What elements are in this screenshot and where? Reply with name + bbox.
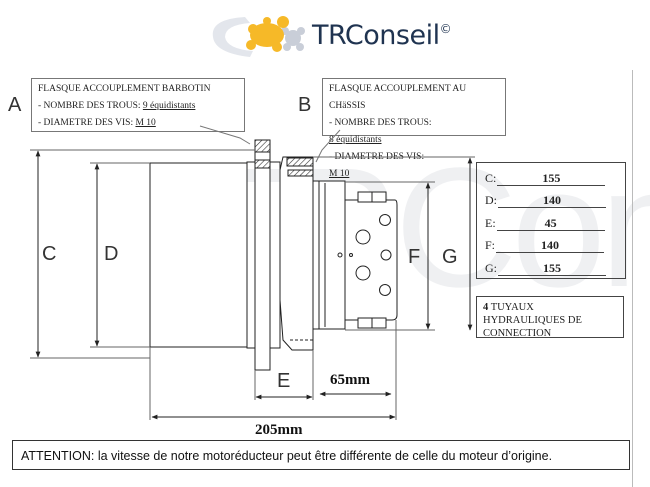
logo-mark [212,16,305,57]
logo-name: TRConseil [312,20,440,51]
dim-label: F: [485,238,496,252]
dimension-row-f: F:140 [477,231,625,253]
dimension-205mm: 205mm [255,422,303,438]
dim-value: 155 [498,261,606,276]
attention-notice: ATTENTION: la vitesse de notre motoréduc… [12,440,630,470]
hoses-note: 4 TUYAUX HYDRAULIQUES DE CONNECTION [476,296,624,339]
logo-text: TRConseil© [312,20,452,51]
dim-label: D: [485,193,497,207]
copyright-symbol: © [439,22,452,36]
dimension-g-label: G [442,246,458,268]
hoses-text: TUYAUX HYDRAULIQUES DE CONNECTION [483,302,582,339]
dimension-65mm: 65mm [330,372,370,388]
callout-a-screw-label: - DIAMETRE DES VIS: [38,118,134,128]
dim-label: C: [485,170,497,185]
dim-value: 140 [498,193,606,208]
dimension-e-label: E [277,370,291,392]
callout-b-screw-value: M 10 [329,169,350,179]
dim-label: E: [485,215,496,230]
callout-a-holes-value: 9 équidistants [142,101,196,111]
callout-a-screw-value: M 10 [135,118,156,128]
label-a: A [8,94,22,116]
dimension-row-d: D:140 [477,186,625,208]
dim-value: 140 [496,238,605,253]
dimension-d-label: D [104,243,119,265]
callout-a-title: FLASQUE ACCOUPLEMENT BARBOTIN [38,84,211,94]
callout-b: FLASQUE ACCOUPLEMENT AU CHäSSIS - NOMBRE… [322,78,506,179]
dimension-c-label: C [42,243,57,265]
dim-value: 155 [497,171,606,186]
callout-b-title: FLASQUE ACCOUPLEMENT AU CHäSSIS [329,84,467,111]
dimensions-table: C:155 D:140 E:45 F:140 G:155 [476,162,626,279]
dim-value: 45 [496,216,605,231]
label-b: B [298,94,312,116]
dimension-row-c: C:155 [477,163,625,186]
callout-a-holes-label: - NOMBRE DES TROUS: [38,101,141,111]
hoses-count: 4 [483,302,489,313]
callout-a: FLASQUE ACCOUPLEMENT BARBOTIN - NOMBRE D… [31,78,245,132]
dimension-row-e: E:45 [477,208,625,231]
callout-b-holes-value: 8 équidistants [329,135,382,145]
callout-b-holes-label: - NOMBRE DES TROUS: [329,118,432,128]
dimension-row-g: G:155 [477,253,625,276]
dim-label: G: [485,260,497,275]
dimension-f-label: F [408,246,421,268]
separator-line [632,70,633,487]
